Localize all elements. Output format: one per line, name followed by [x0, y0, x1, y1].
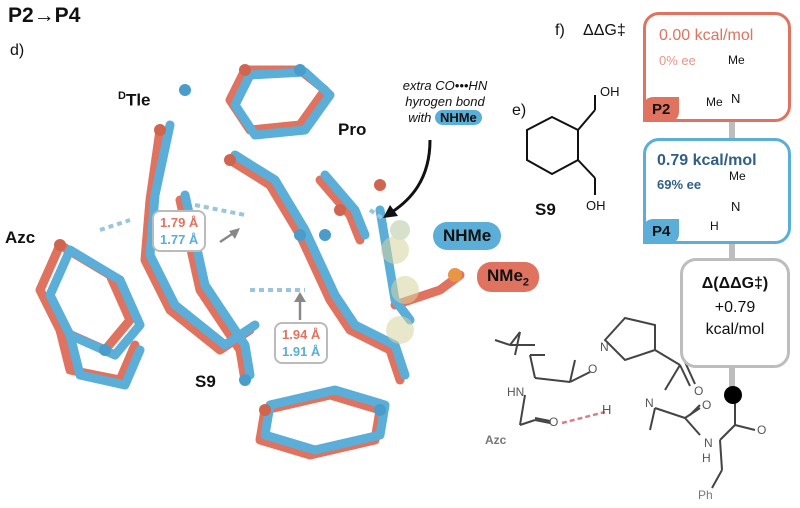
peptide-hbond: [561, 410, 606, 425]
dtle-superscript: D: [118, 90, 126, 102]
struct-azc: Azc: [485, 433, 507, 447]
distance-arrowhead-1: [229, 228, 240, 239]
residue-pro: Pro: [338, 120, 367, 139]
struct-n1: N: [600, 340, 609, 354]
p4-n: N: [731, 199, 741, 214]
distance-red-1: 1.79 Å: [160, 215, 199, 230]
p2-me-left: Me: [706, 95, 723, 109]
delta-line-3: kcal/mol: [705, 321, 765, 338]
p4-h: H: [710, 219, 719, 233]
nme2-pill: NMe2: [477, 262, 540, 293]
struct-o3: O: [702, 398, 712, 412]
panel-label-d: d): [10, 42, 25, 59]
struct-n3: N: [704, 436, 713, 450]
dtle-text: Tle: [125, 90, 151, 110]
struct-h: H: [602, 402, 612, 417]
p2-ee: 0% ee: [659, 53, 696, 68]
struct-o1: O: [588, 362, 598, 376]
distance-box-2: 1.94 Å 1.91 Å: [274, 322, 329, 364]
hbond-dashes: [99, 203, 387, 292]
panel-label-e: e): [512, 102, 527, 119]
annotation-line-1: extra CO•••HN: [402, 78, 488, 93]
annotation-pill: NHMe: [434, 110, 482, 125]
delta-line-1: Δ(ΔΔG‡): [701, 275, 769, 292]
p4-energy: 0.79 kcal/mol: [657, 152, 757, 169]
p2-me-top: Me: [728, 53, 745, 67]
figure-title: P2→P4: [8, 4, 81, 27]
panel-label-f: f): [555, 22, 565, 39]
peptide-structure: [494, 316, 756, 489]
p2-n: N: [731, 91, 741, 106]
distance-blue-2: 1.91 Å: [282, 344, 321, 359]
nme2-text: NMe: [487, 266, 523, 285]
ddg-symbol: ΔΔG‡: [583, 22, 626, 39]
residue-s9: S9: [195, 372, 216, 391]
delta-box: Δ(ΔΔG‡) +0.79 kcal/mol: [680, 258, 790, 368]
struct-hn: HN: [507, 385, 525, 399]
p4-ee: 69% ee: [657, 177, 702, 192]
blue-structure: [45, 67, 415, 455]
s9-label: S9: [535, 200, 556, 219]
residue-azc: Azc: [5, 228, 36, 247]
struct-n2: N: [645, 396, 654, 410]
delta-line-2: +0.79: [714, 299, 756, 316]
nme2-subscript: 2: [522, 276, 530, 289]
p2-tag: P2: [643, 97, 680, 122]
distance-red-2: 1.94 Å: [282, 327, 321, 342]
distance-arrowhead-2: [294, 292, 306, 302]
p2-box: 0.00 kcal/mol 0% ee P2 Me N Me: [643, 12, 791, 122]
struct-ph: Ph: [698, 488, 713, 502]
p4-box: 0.79 kcal/mol 69% ee P4 Me N H: [643, 138, 791, 244]
distance-blue-1: 1.77 Å: [160, 232, 199, 247]
struct-h3: H: [702, 451, 711, 465]
atom-spheres: [54, 64, 462, 416]
s9-structure: [526, 95, 596, 195]
annotation-line-2: hyrogen bond: [405, 94, 485, 109]
struct-o4: O: [757, 423, 767, 437]
annotation-arrowhead: [383, 205, 398, 218]
annotation-line-3: with: [408, 110, 432, 125]
p4-tag: P4: [643, 219, 680, 244]
annotation-arrow: [391, 139, 432, 214]
distance-box-1: 1.79 Å 1.77 Å: [152, 210, 207, 252]
s9-oh-bottom: OH: [586, 198, 606, 213]
struct-o-azc: O: [549, 415, 559, 429]
struct-o2: O: [694, 384, 704, 398]
p2-energy: 0.00 kcal/mol: [659, 27, 754, 44]
s9-oh-top: OH: [600, 84, 620, 99]
hbond-annotation: extra CO•••HN hyrogen bond with NHMe: [385, 78, 505, 126]
attachment-point: [724, 386, 742, 404]
tolyl-highlight: [381, 220, 419, 344]
p4-me: Me: [729, 169, 746, 183]
residue-dtle: DTle: [118, 90, 151, 111]
nhme-pill: NHMe: [433, 222, 502, 250]
